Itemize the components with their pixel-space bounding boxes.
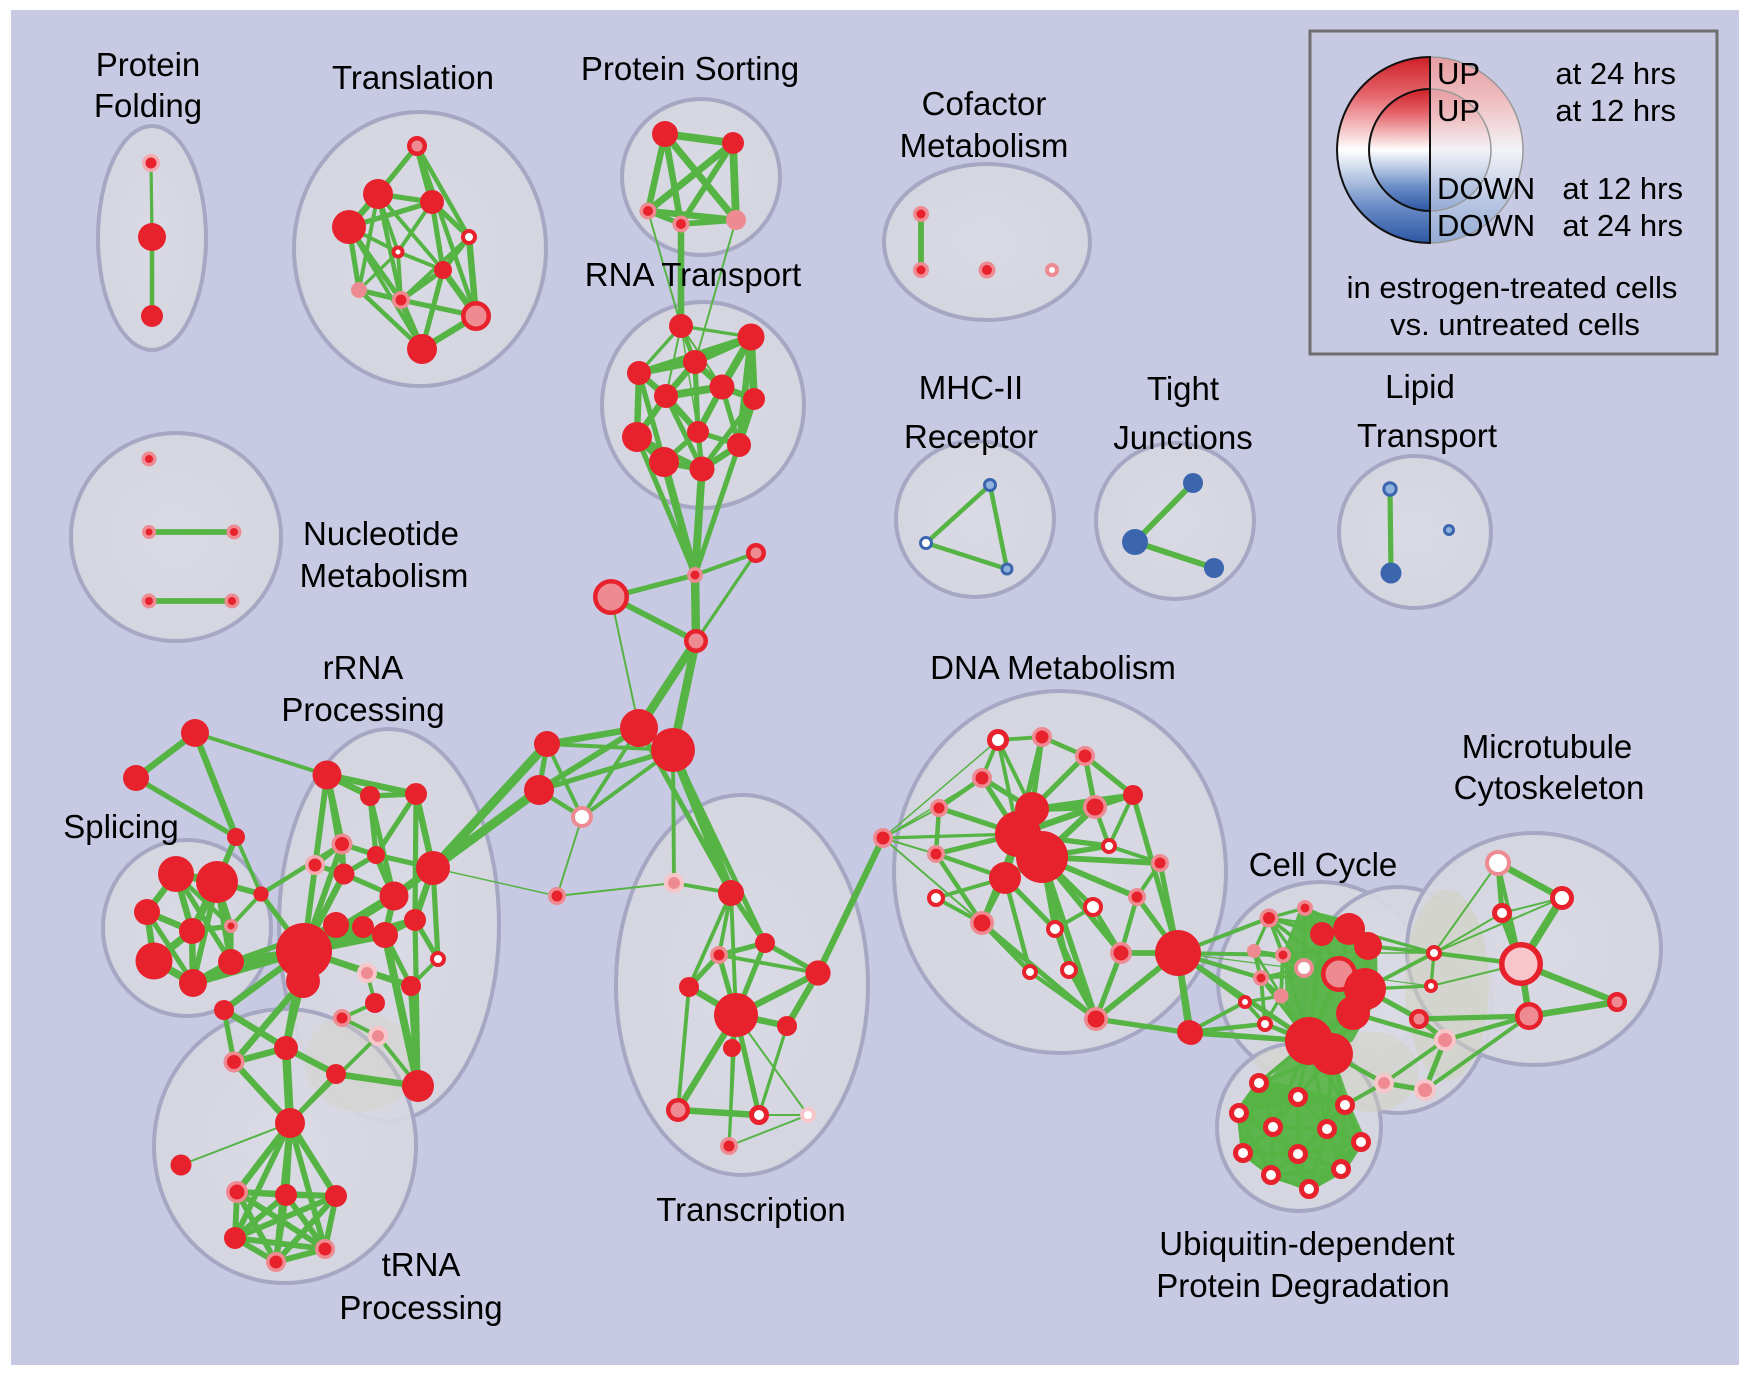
svg-text:at 12 hrs: at 12 hrs <box>1555 93 1676 128</box>
svg-text:Ubiquitin-dependent: Ubiquitin-dependent <box>1159 1225 1454 1262</box>
svg-text:Protein Degradation: Protein Degradation <box>1156 1267 1450 1304</box>
svg-text:tRNA: tRNA <box>382 1246 461 1283</box>
svg-text:UP: UP <box>1437 56 1480 91</box>
svg-text:rRNA: rRNA <box>323 649 404 686</box>
svg-text:Junctions: Junctions <box>1113 419 1252 456</box>
svg-text:Nucleotide: Nucleotide <box>303 515 459 552</box>
svg-text:Folding: Folding <box>94 87 202 124</box>
svg-text:Metabolism: Metabolism <box>900 127 1069 164</box>
svg-text:at 24 hrs: at 24 hrs <box>1562 208 1683 243</box>
svg-text:in estrogen-treated cells: in estrogen-treated cells <box>1347 270 1678 305</box>
svg-text:UP: UP <box>1437 93 1480 128</box>
svg-text:at 12 hrs: at 12 hrs <box>1562 171 1683 206</box>
svg-text:Metabolism: Metabolism <box>300 557 469 594</box>
svg-text:Processing: Processing <box>339 1289 502 1326</box>
svg-text:Protein: Protein <box>96 46 201 83</box>
svg-text:Splicing: Splicing <box>63 808 179 845</box>
svg-text:DOWN: DOWN <box>1437 171 1535 206</box>
svg-text:Cell Cycle: Cell Cycle <box>1249 846 1398 883</box>
svg-text:Microtubule: Microtubule <box>1462 728 1633 765</box>
svg-text:Translation: Translation <box>332 59 494 96</box>
svg-text:Receptor: Receptor <box>904 418 1038 455</box>
svg-text:MHC-II: MHC-II <box>919 369 1023 406</box>
svg-text:Lipid: Lipid <box>1385 368 1455 405</box>
svg-text:DNA Metabolism: DNA Metabolism <box>930 649 1176 686</box>
svg-text:RNA Transport: RNA Transport <box>585 256 801 293</box>
svg-text:Transport: Transport <box>1357 417 1497 454</box>
svg-text:at 24 hrs: at 24 hrs <box>1555 56 1676 91</box>
svg-text:Tight: Tight <box>1147 370 1219 407</box>
svg-text:Protein Sorting: Protein Sorting <box>581 50 799 87</box>
svg-text:Cytoskeleton: Cytoskeleton <box>1454 769 1645 806</box>
svg-text:Processing: Processing <box>281 691 444 728</box>
svg-text:Transcription: Transcription <box>656 1191 846 1228</box>
svg-text:vs. untreated cells: vs. untreated cells <box>1390 307 1640 342</box>
svg-text:Cofactor: Cofactor <box>922 85 1047 122</box>
svg-text:DOWN: DOWN <box>1437 208 1535 243</box>
